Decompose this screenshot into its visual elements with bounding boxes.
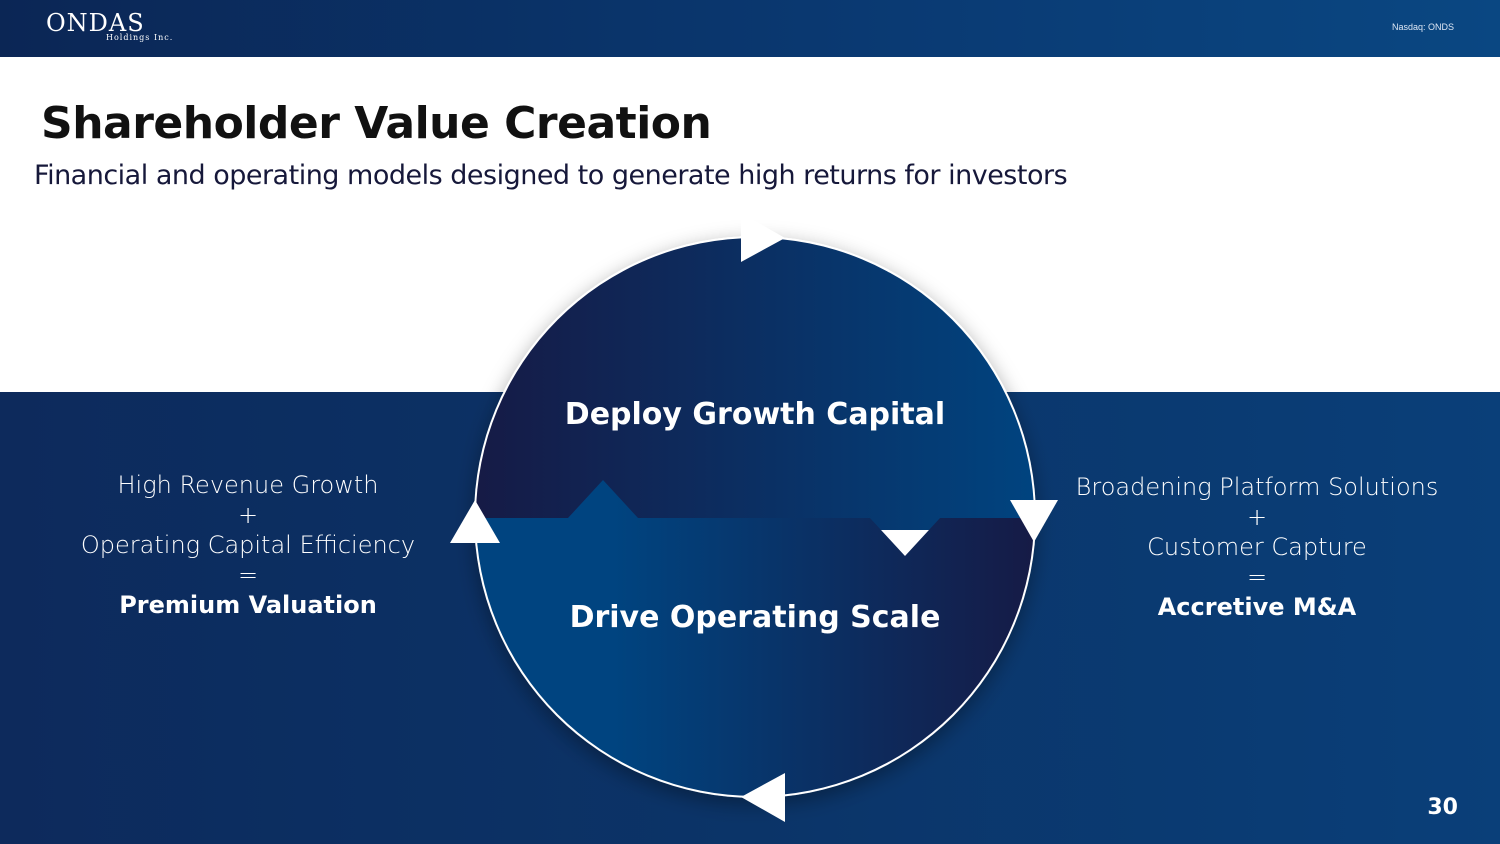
- cycle-top-label: Deploy Growth Capital: [564, 397, 946, 432]
- page-number: 30: [1427, 795, 1458, 820]
- ondas-logo: ONDAS Holdings Inc.: [46, 9, 172, 42]
- right-line1: Broadening Platform Solutions: [1075, 473, 1439, 501]
- ticker-label: Nasdaq: ONDS: [1391, 22, 1454, 32]
- right-line2: Customer Capture: [1147, 533, 1367, 561]
- left-result: Premium Valuation: [119, 591, 377, 619]
- arrow-left-icon: [741, 773, 785, 822]
- arrow-down-icon: [1010, 500, 1058, 542]
- left-equation: High Revenue Growth + Operating Capital …: [48, 470, 448, 620]
- top-half: [476, 238, 1034, 530]
- left-line1: High Revenue Growth: [117, 471, 379, 499]
- logo-text: ONDAS: [46, 9, 145, 37]
- page-title: Shareholder Value Creation: [41, 98, 712, 149]
- right-result: Accretive M&A: [1157, 593, 1357, 621]
- right-plus: +: [1246, 503, 1268, 531]
- right-equation: Broadening Platform Solutions + Customer…: [1057, 472, 1457, 622]
- arrow-up-icon: [450, 500, 500, 543]
- logo-subtext: Holdings Inc.: [106, 33, 174, 42]
- bottom-half: [476, 480, 1034, 796]
- cycle-bottom-label: Drive Operating Scale: [569, 600, 941, 635]
- right-equals: =: [1246, 563, 1268, 591]
- page-subtitle: Financial and operating models designed …: [34, 160, 1068, 191]
- left-line2: Operating Capital Efficiency: [80, 531, 416, 559]
- left-equals: =: [237, 561, 259, 589]
- header-bar: ONDAS Holdings Inc. Nasdaq: ONDS: [0, 0, 1500, 57]
- arrow-right-icon: [741, 213, 785, 262]
- left-plus: +: [237, 501, 259, 529]
